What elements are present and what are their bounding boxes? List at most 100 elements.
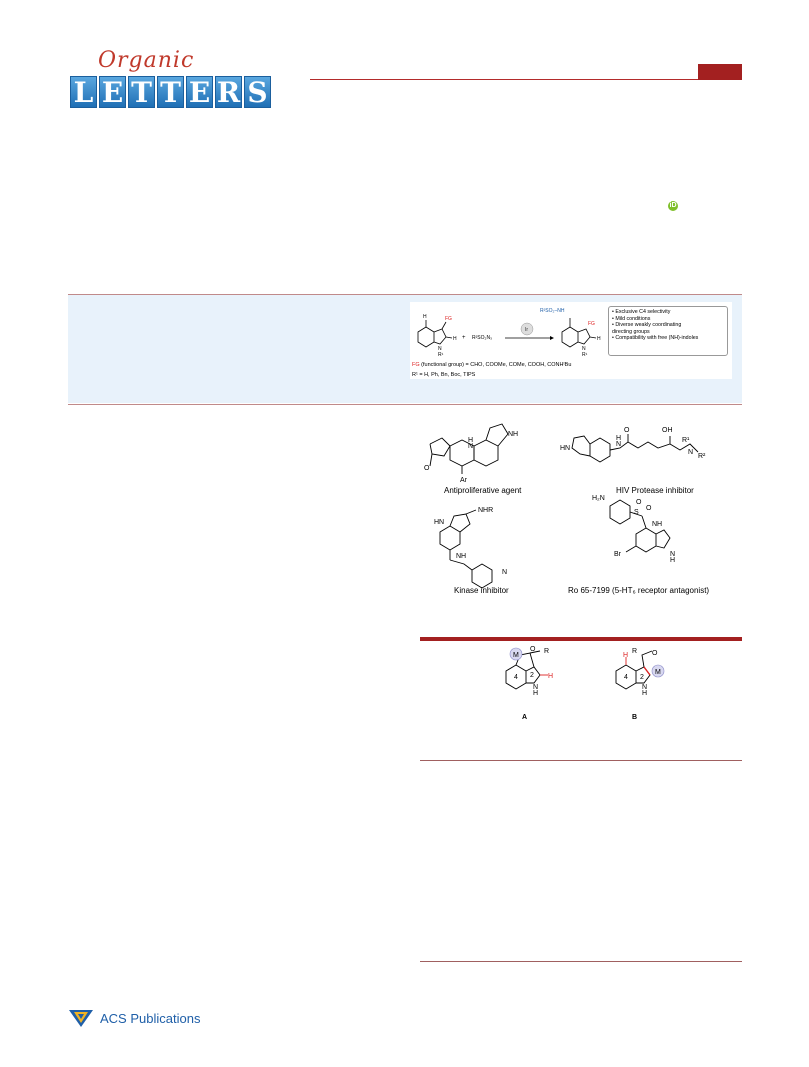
- svg-text:NH: NH: [508, 431, 518, 438]
- svg-text:FG: FG: [588, 321, 595, 327]
- sulfonamide-label: R²SO₂–NH: [540, 308, 565, 314]
- svg-text:H: H: [423, 314, 427, 320]
- svg-text:N: N: [616, 441, 621, 448]
- svg-text:R¹: R¹: [682, 437, 690, 444]
- toc-graphic: H FG H N R¹ + R²SO₂N₃ Ir R²SO₂–NH FG H N…: [410, 302, 732, 379]
- logo-tile: L: [70, 76, 97, 109]
- svg-text:H: H: [548, 673, 553, 680]
- logo-tile: T: [157, 76, 184, 109]
- kinase-inhibitor-structure: [439, 509, 493, 589]
- svg-text:Ir: Ir: [525, 327, 528, 333]
- figure-1-structures: HN NH Ar O HN HN O OH R¹ NR² HN NHR NH N…: [424, 423, 706, 589]
- logo-tile: R: [215, 76, 242, 109]
- svg-text:N: N: [642, 684, 647, 691]
- journal-logo: Organic L E T T E R S: [70, 48, 310, 110]
- logo-tile: S: [244, 76, 271, 109]
- abstract-rule-bottom: [68, 404, 742, 405]
- svg-text:R¹: R¹: [582, 352, 588, 358]
- fg-text: (functional group) = CHO, COOMe, COMe, C…: [419, 362, 572, 368]
- abstract-rule-top: [68, 294, 742, 295]
- orcid-icon[interactable]: iD: [668, 201, 678, 211]
- svg-text:4: 4: [624, 674, 628, 681]
- svg-text:N: N: [670, 551, 675, 558]
- svg-text:H: H: [468, 437, 473, 444]
- header-rule: [310, 79, 742, 80]
- reagent-label: R²SO₂N₃: [472, 335, 492, 341]
- svg-text:N: N: [502, 569, 507, 576]
- svg-text:NH: NH: [456, 553, 466, 560]
- hiv-inhibitor-structure: [571, 434, 699, 463]
- svg-text:H: H: [597, 336, 601, 342]
- logo-tile: E: [99, 76, 126, 109]
- svg-text:2: 2: [530, 672, 534, 679]
- svg-text:N: N: [438, 346, 442, 352]
- svg-text:S: S: [634, 509, 639, 516]
- fg-tag: FG: [412, 362, 420, 368]
- mode-a-structure: [505, 650, 548, 690]
- label-a: A: [522, 714, 527, 721]
- svg-text:O: O: [424, 465, 430, 472]
- mode-b-structure: [615, 650, 653, 690]
- journal-logo-tiles: L E T T E R S: [70, 76, 271, 109]
- figure-1-caption: Kinase inhibitor: [454, 586, 509, 595]
- logo-tile: E: [186, 76, 213, 109]
- indole-start-structure: [417, 320, 453, 348]
- acs-hexagon-icon: [69, 1010, 93, 1027]
- svg-text:2: 2: [640, 674, 644, 681]
- bullet-item: • Compatibility with free (NH)-indoles: [612, 335, 699, 342]
- bullet-item: • Mild conditions: [612, 315, 651, 322]
- bullet-item: • Exclusive C4 selectivity: [612, 309, 671, 315]
- svg-text:Br: Br: [614, 551, 622, 558]
- antiproliferative-structure: [429, 423, 509, 474]
- acs-publications-logo[interactable]: ACS Publications: [68, 1008, 200, 1028]
- toc-scheme-svg: H FG H N R¹ + R²SO₂N₃ Ir R²SO₂–NH FG H N…: [417, 308, 601, 358]
- toc-r1-definition: R¹ = H, Ph, Bn, Boc, TIPS: [412, 372, 476, 378]
- ro-65-7199-structure: [609, 499, 671, 553]
- svg-text:R: R: [632, 648, 637, 655]
- svg-text:H₂N: H₂N: [592, 495, 605, 502]
- svg-text:FG: FG: [445, 316, 452, 322]
- svg-text:M: M: [513, 652, 519, 659]
- svg-text:NH: NH: [652, 521, 662, 528]
- svg-text:N: N: [688, 449, 693, 456]
- bullet-item: • Diverse weakly coordinating: [612, 322, 682, 329]
- figure-2-rule: [420, 760, 742, 761]
- figure-2-structures: M O R 4 2 H NH A H R O M 4 2 NH B: [505, 646, 665, 721]
- svg-text:O: O: [530, 646, 536, 653]
- figure-2-bar: [420, 637, 742, 641]
- svg-text:HN: HN: [434, 519, 444, 526]
- catalyst-circle: [520, 322, 534, 336]
- svg-text:H: H: [533, 690, 538, 697]
- svg-text:R¹: R¹: [438, 352, 444, 358]
- svg-text:M: M: [655, 669, 661, 676]
- svg-text:N: N: [533, 684, 538, 691]
- label-b: B: [632, 714, 637, 721]
- svg-text:R: R: [544, 648, 549, 655]
- svg-text:R²: R²: [698, 453, 706, 460]
- bullet-item: directing groups: [612, 328, 650, 335]
- svg-text:NHR: NHR: [478, 507, 493, 514]
- logo-tile: T: [128, 76, 155, 109]
- figure-1-caption: Antiproliferative agent: [444, 486, 522, 495]
- figure-1-caption: HIV Protease inhibitor: [616, 486, 694, 495]
- metal-circle-a: [509, 647, 523, 661]
- metal-circle-b: [651, 664, 665, 678]
- figure-1-caption: Ro 65-7199 (5-HT₆ receptor antagonist): [568, 586, 710, 595]
- svg-text:O: O: [624, 427, 630, 434]
- svg-text:O: O: [646, 505, 652, 512]
- svg-text:N: N: [468, 443, 473, 450]
- svg-text:N: N: [582, 346, 586, 352]
- svg-text:OH: OH: [662, 427, 673, 434]
- svg-text:+: +: [462, 335, 466, 341]
- column-rule: [420, 961, 742, 962]
- toc-fg-definition: FG (functional group) = CHO, COOMe, COMe…: [412, 362, 571, 368]
- svg-text:4: 4: [514, 674, 518, 681]
- svg-text:H: H: [623, 652, 628, 659]
- svg-text:H: H: [453, 336, 457, 342]
- toc-bullet-box: • Exclusive C4 selectivity • Mild condit…: [608, 306, 728, 356]
- publisher-name: ACS Publications: [100, 1010, 201, 1026]
- header-tab: [698, 64, 742, 80]
- svg-text:H: H: [616, 435, 621, 442]
- indole-product-structure: [561, 318, 597, 348]
